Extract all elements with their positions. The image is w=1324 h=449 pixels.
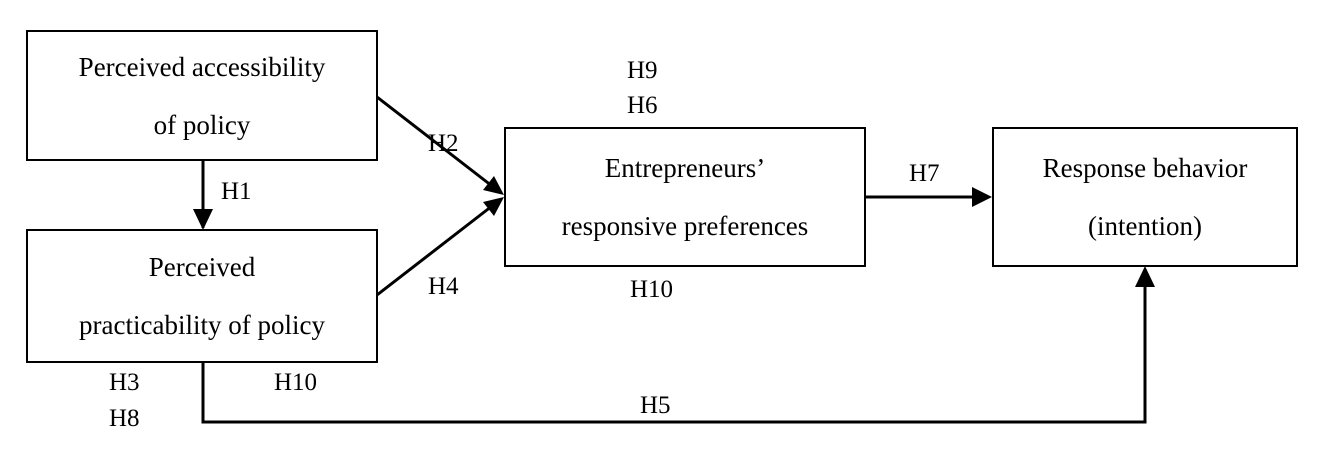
edge-practicability-pref-arrowhead	[483, 197, 504, 216]
label-h8: H8	[109, 405, 140, 432]
node-responsive-preferences: Entrepreneurs’ responsive preferences	[504, 127, 866, 267]
node-perceived-accessibility-line1: Perceived accessibility	[78, 51, 326, 82]
label-h9: H9	[627, 57, 658, 84]
node-perceived-practicability-line1: Perceived	[148, 252, 256, 282]
label-h3: H3	[109, 369, 140, 396]
node-response-behavior: Response behavior (intention)	[992, 127, 1298, 267]
node-response-behavior-line1: Response behavior	[1042, 153, 1248, 183]
label-h4: H4	[428, 273, 459, 300]
label-h5: H5	[640, 392, 671, 419]
label-h6: H6	[627, 92, 658, 119]
label-h2: H2	[428, 130, 459, 157]
edge-preferences-response-arrowhead	[972, 187, 992, 207]
node-perceived-practicability-line2: practicability of policy	[79, 310, 325, 340]
label-h10-preferences: H10	[630, 276, 674, 303]
label-h7: H7	[909, 160, 940, 187]
node-response-behavior-line2: (intention)	[1088, 211, 1202, 241]
edge-accessibility-pref-arrowhead	[483, 176, 504, 195]
edge-practicability-to-response	[201, 285, 1147, 424]
node-perceived-practicability: Perceived practicability of policy	[26, 229, 378, 363]
node-perceived-accessibility-line2: of policy	[153, 109, 251, 140]
edge-practicability-to-preferences	[376, 204, 493, 297]
node-responsive-preferences-line2: responsive preferences	[561, 211, 809, 241]
edge-accessibility-arrowhead	[193, 209, 213, 230]
label-h1: H1	[221, 178, 252, 205]
label-h10-practicability: H10	[274, 369, 318, 396]
node-responsive-preferences-line1: Entrepreneurs’	[604, 153, 766, 183]
edge-practicability-response-arrowhead	[1135, 266, 1155, 287]
node-perceived-accessibility: Perceived accessibility of policy	[26, 30, 378, 161]
edge-accessibility-to-preferences	[376, 95, 493, 188]
